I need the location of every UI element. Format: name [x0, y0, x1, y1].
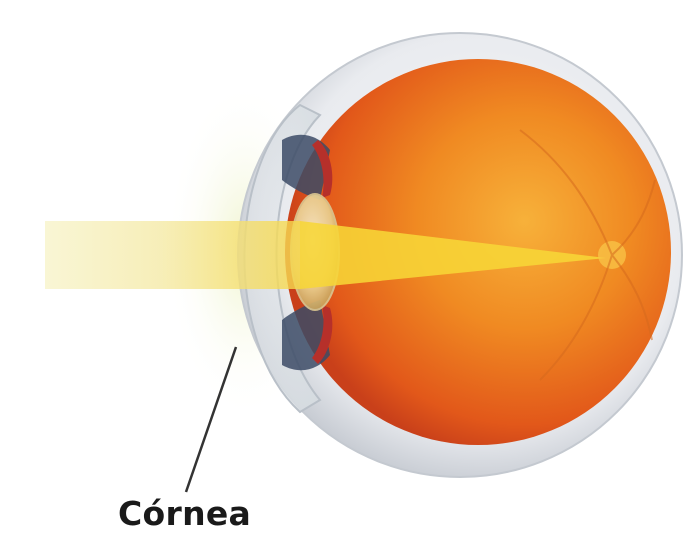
light-beam-incoming: [45, 221, 300, 289]
cornea-label: Córnea: [118, 494, 251, 534]
